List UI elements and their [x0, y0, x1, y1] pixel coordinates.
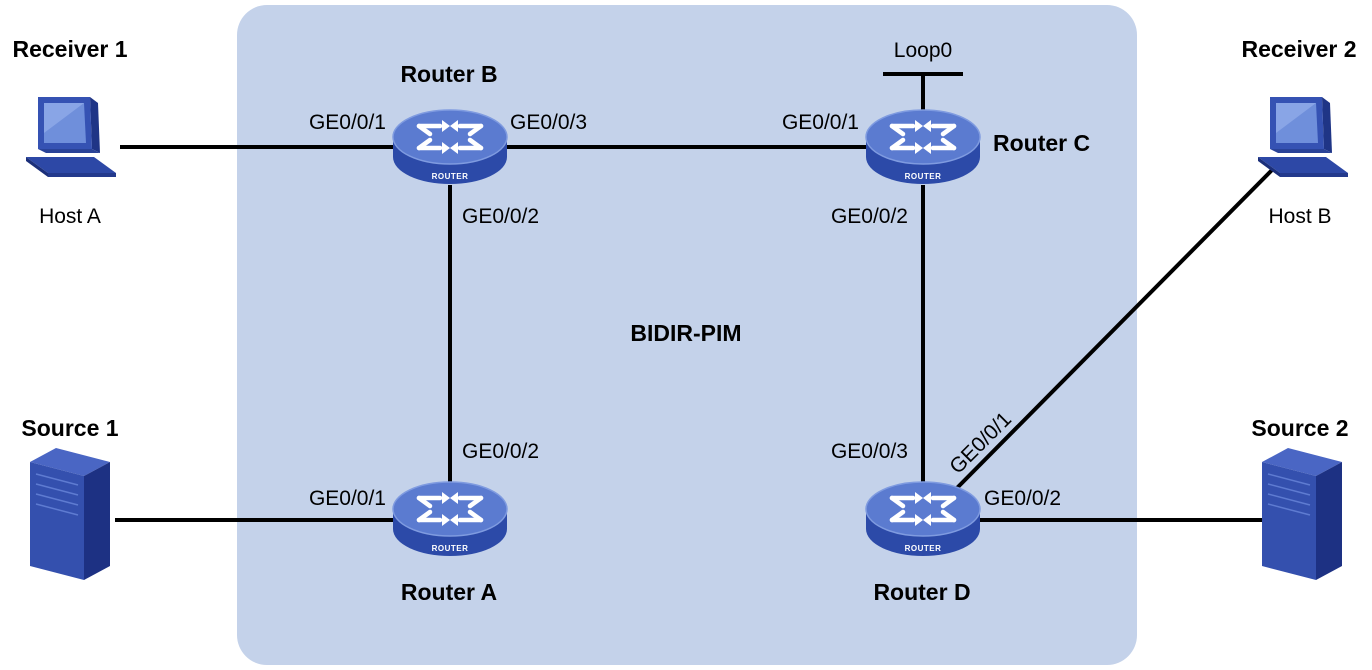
host-a[interactable]	[26, 97, 116, 177]
router-b-label: Router B	[400, 61, 497, 87]
host-b[interactable]	[1258, 97, 1348, 177]
interface-label-b-ge1: GE0/0/1	[309, 111, 386, 134]
server-icon	[1261, 447, 1343, 581]
interface-label-a-ge2: GE0/0/2	[462, 440, 539, 463]
router-a-label: Router A	[401, 579, 497, 605]
links	[115, 72, 1274, 522]
router-b-badge: ROUTER	[432, 172, 469, 181]
host-a-label: Host A	[39, 205, 101, 228]
receiver-2-label: Receiver 2	[1241, 36, 1356, 62]
interface-label-b-ge3: GE0/0/3	[510, 111, 587, 134]
receiver-1-label: Receiver 1	[12, 36, 127, 62]
router-c-badge: ROUTER	[905, 172, 942, 181]
link-routerd-hostb	[951, 168, 1274, 494]
loopback-label: Loop0	[894, 39, 952, 62]
interface-label-c-ge2: GE0/0/2	[831, 205, 908, 228]
source-2-label: Source 2	[1251, 415, 1348, 441]
interface-label-d-ge2: GE0/0/2	[984, 487, 1061, 510]
source-2[interactable]	[1261, 447, 1343, 581]
interface-label-c-ge1: GE0/0/1	[782, 111, 859, 134]
server-icon	[29, 447, 111, 581]
router-c-label: Router C	[993, 130, 1090, 156]
router-a[interactable]: ROUTER	[393, 482, 507, 556]
router-d[interactable]: ROUTER	[866, 482, 980, 556]
pc-icon	[26, 97, 116, 177]
interface-label-b-ge2: GE0/0/2	[462, 205, 539, 228]
interface-label-d-ge3: GE0/0/3	[831, 440, 908, 463]
router-a-badge: ROUTER	[432, 544, 469, 553]
router-d-label: Router D	[873, 579, 970, 605]
source-1[interactable]	[29, 447, 111, 581]
host-b-label: Host B	[1268, 205, 1331, 228]
pc-icon	[1258, 97, 1348, 177]
source-1-label: Source 1	[21, 415, 118, 441]
domain-label: BIDIR-PIM	[630, 320, 741, 346]
router-b[interactable]: ROUTER	[393, 110, 507, 184]
interface-label-a-ge1: GE0/0/1	[309, 487, 386, 510]
router-d-badge: ROUTER	[905, 544, 942, 553]
router-c[interactable]: ROUTER	[866, 110, 980, 184]
